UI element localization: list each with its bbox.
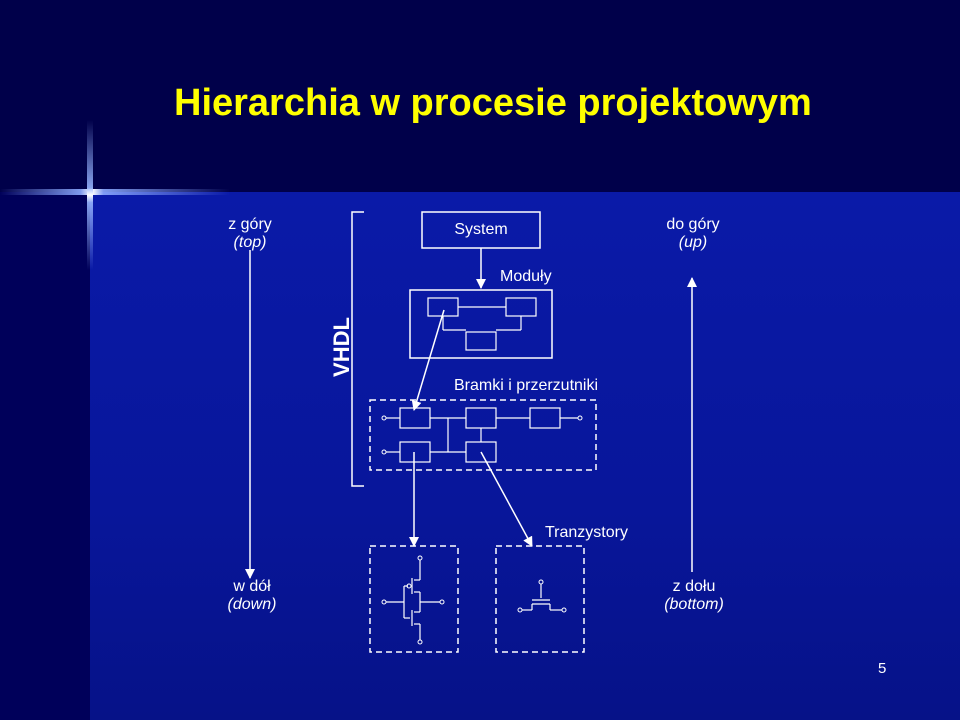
modules-to-gates-arrow [411, 309, 445, 411]
slide-title: Hierarchia w procesie projektowym [174, 82, 812, 124]
light-flare-horizontal [0, 189, 230, 195]
modules-label: Moduły [500, 268, 552, 285]
content-area [90, 192, 960, 720]
vhdl-bracket [351, 211, 364, 487]
gates-block [369, 399, 597, 471]
page-number: 5 [878, 660, 887, 677]
bottom-left-label: w dół (down) [227, 578, 277, 613]
system-label: System [454, 221, 508, 238]
gates-to-transistor2-arrow [480, 451, 533, 547]
bottom-right-label: z dołu (bottom) [664, 578, 724, 613]
transistor-single-block [495, 545, 585, 653]
vhdl-label: VHDL [329, 317, 354, 377]
top-right-label: do góry (up) [666, 216, 720, 251]
gates-label: Bramki i przerzutniki [454, 377, 599, 394]
light-flare-vertical [87, 120, 93, 270]
transistors-label: Tranzystory [545, 524, 628, 541]
header-band [0, 0, 960, 192]
modules-block [409, 289, 553, 359]
left-band [0, 192, 90, 720]
transistor-cmos-block [369, 545, 459, 653]
top-left-label: z góry (top) [228, 216, 272, 251]
